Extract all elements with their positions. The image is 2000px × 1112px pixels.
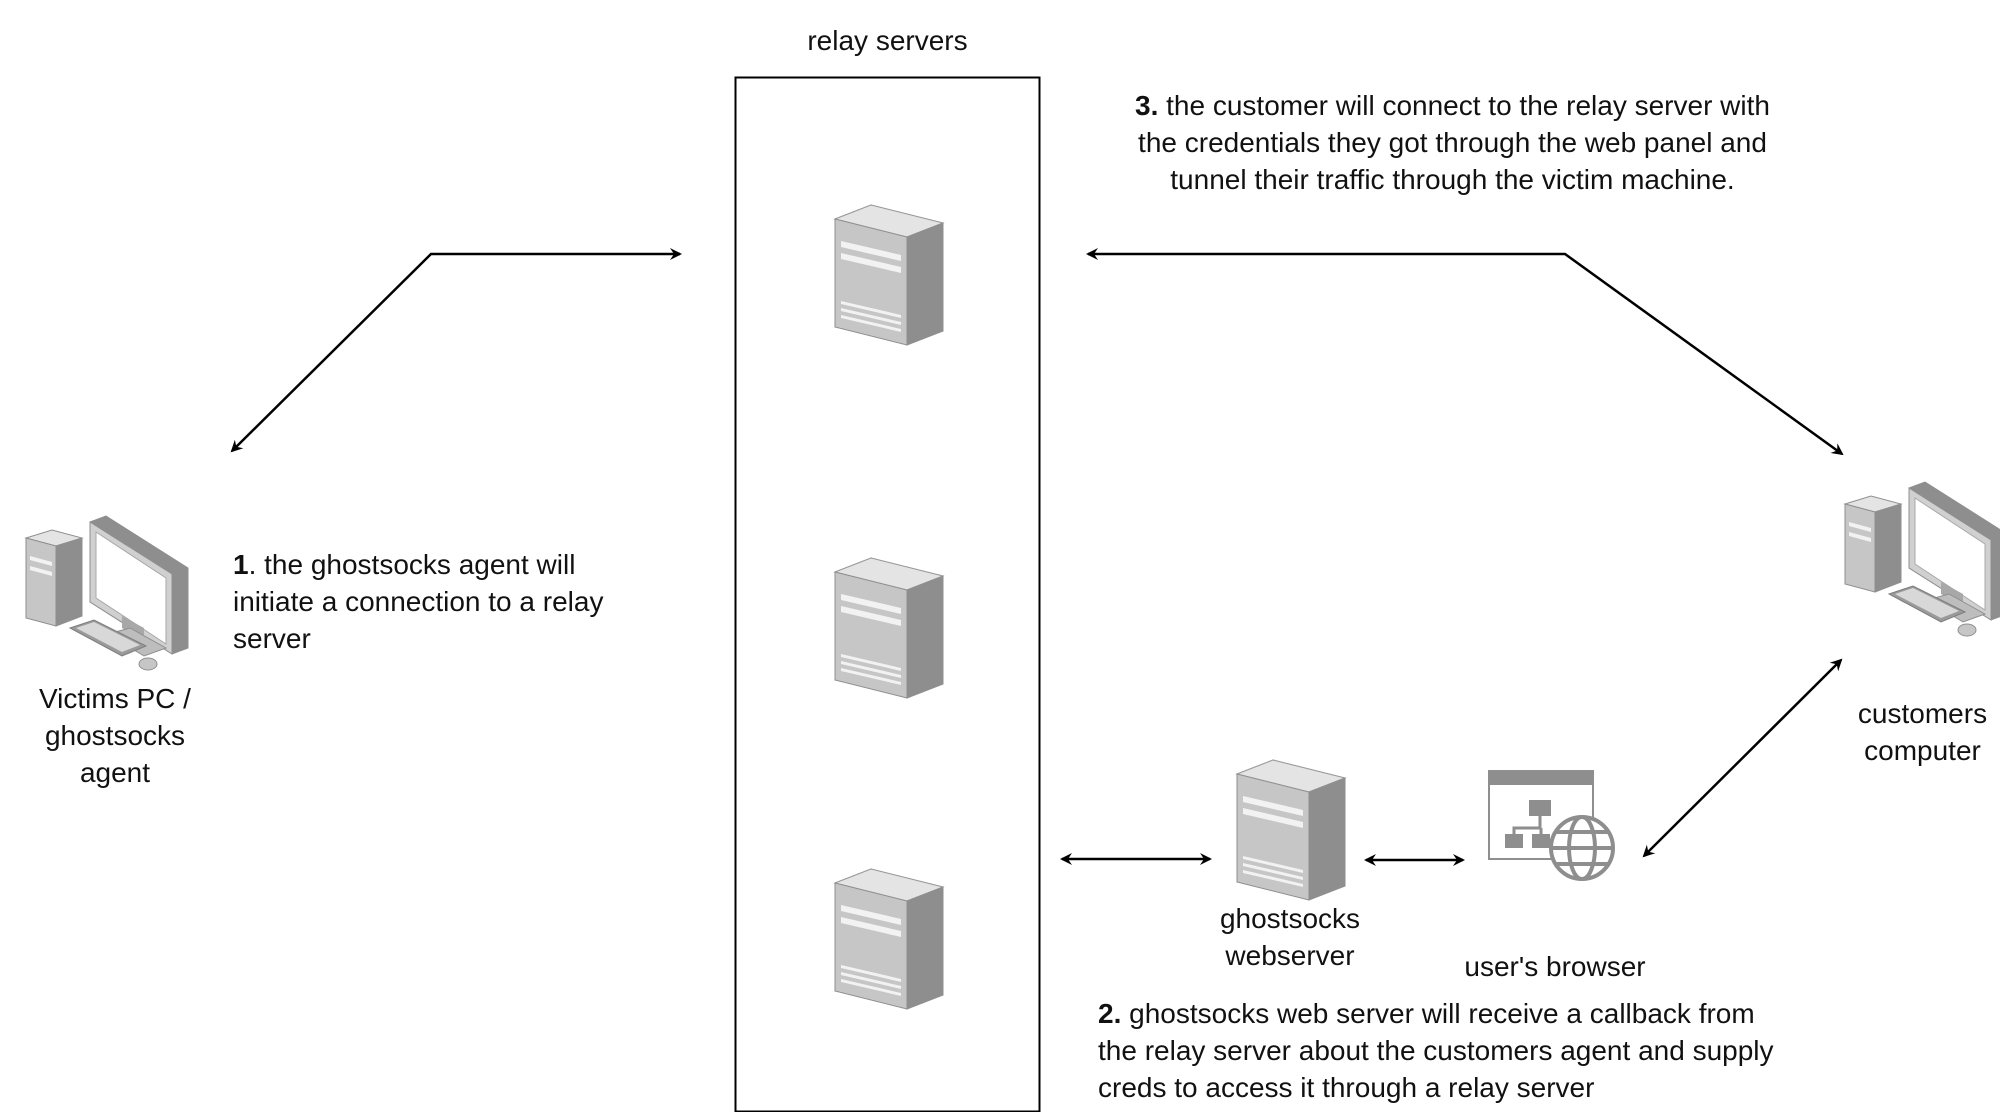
step-3-line: the credentials they got through the web… <box>1138 127 1767 158</box>
step-2-line: the relay server about the customers age… <box>1098 1035 1774 1066</box>
step-3-text: the customer will connect to the relay s… <box>1158 90 1770 121</box>
step-1-number: 1 <box>233 549 249 580</box>
customer-desktop-computer-icon <box>1844 481 2000 637</box>
victim-pc-label: Victims PC / ghostsocks agent <box>10 680 220 791</box>
step-2-description: 2. ghostsocks web server will receive a … <box>1098 995 1978 1106</box>
step-1-line: 1. the ghostsocks agent will <box>233 546 673 583</box>
web-browser-globe-icon <box>1488 770 1615 881</box>
step-2-number: 2. <box>1098 998 1122 1029</box>
victim-relay-connector <box>230 248 682 453</box>
step-1-line: initiate a connection to a relay <box>233 586 604 617</box>
customer-label-line: computer <box>1864 735 1981 766</box>
ghostsocks-webserver-label: ghostsocks webserver <box>1185 900 1395 974</box>
victim-label-line: Victims PC / <box>39 683 191 714</box>
victim-label-line: agent <box>79 757 151 788</box>
step-1-text: . the ghostsocks agent will <box>248 549 576 580</box>
relay-customer-connector <box>1086 248 1844 456</box>
relay-server-icon-2 <box>834 557 944 699</box>
step-1-description: 1. the ghostsocks agent will initiate a … <box>233 546 673 657</box>
step-3-number: 3. <box>1135 90 1159 121</box>
users-browser-label: user's browser <box>1464 951 1646 982</box>
step-1-line: server <box>233 623 311 654</box>
ghostsocks-webserver-icon <box>1236 759 1346 901</box>
step-3-line: 3. the customer will connect to the rela… <box>1080 87 1825 124</box>
relay-servers-title: relay servers <box>807 25 968 56</box>
step-3-description: 3. the customer will connect to the rela… <box>1080 87 1825 198</box>
relay-server-icon-1 <box>834 204 944 346</box>
victim-label-line: ghostsocks <box>44 720 186 751</box>
step-2-line: creds to access it through a relay serve… <box>1098 1072 1595 1103</box>
relay-server-icon-3 <box>834 868 944 1010</box>
step-2-line: 2. ghostsocks web server will receive a … <box>1098 995 1978 1032</box>
step-3-line: tunnel their traffic through the victim … <box>1170 164 1735 195</box>
victim-desktop-computer-icon <box>25 515 189 671</box>
webserver-label-line: ghostsocks <box>1219 903 1361 934</box>
customers-computer-label: customers computer <box>1840 695 2000 769</box>
browser-customer-connector <box>1642 658 1843 858</box>
step-2-text: ghostsocks web server will receive a cal… <box>1121 998 1755 1029</box>
webserver-label-line: webserver <box>1225 940 1355 971</box>
customer-label-line: customers <box>1857 698 1988 729</box>
